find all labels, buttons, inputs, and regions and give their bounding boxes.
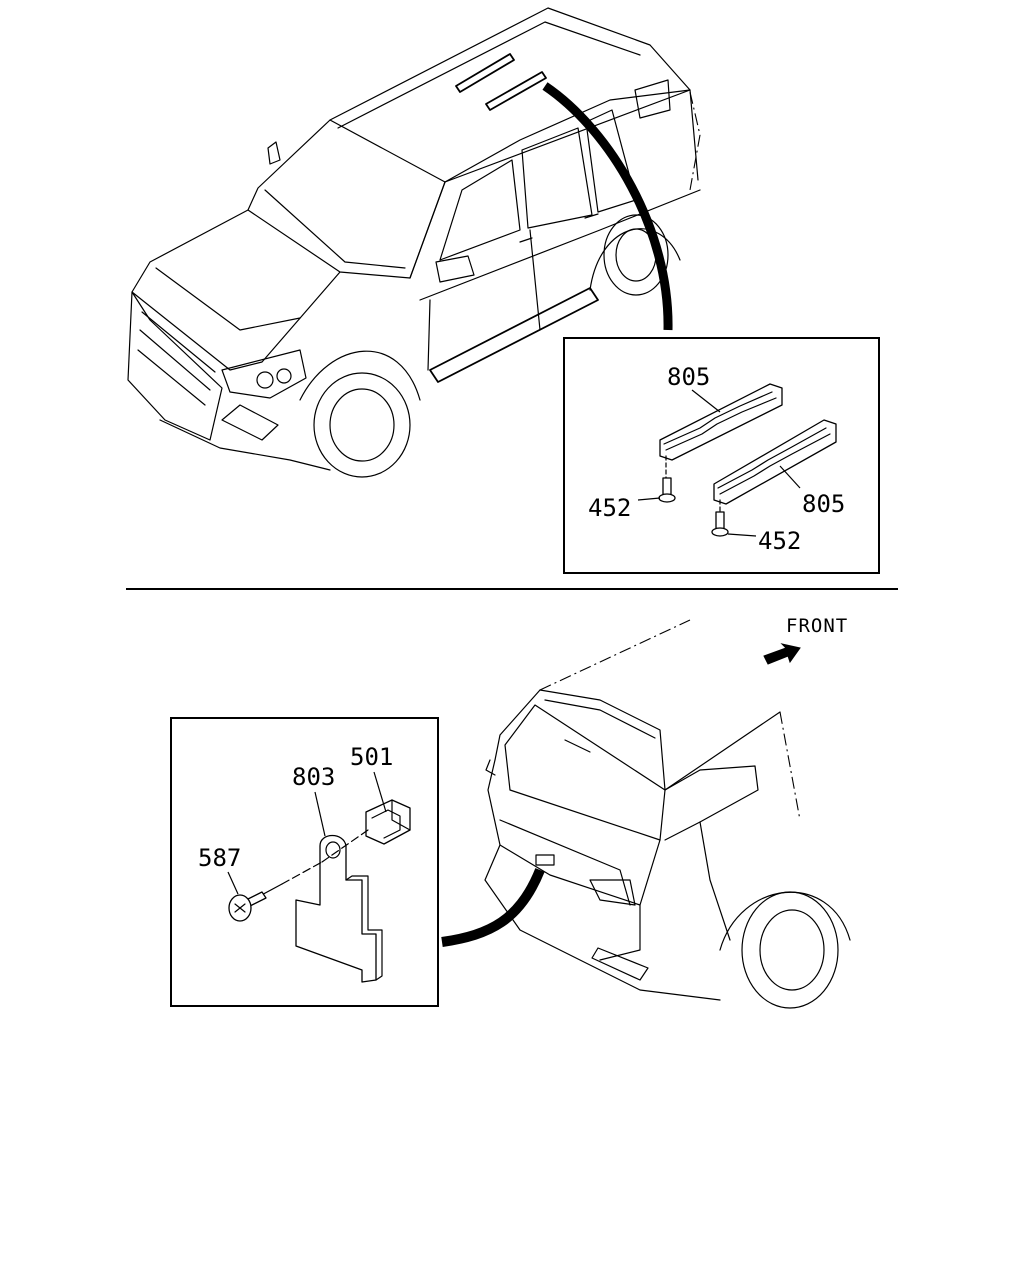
bracket-803: [295, 834, 383, 983]
suv-front-view: [127, 7, 701, 478]
front-label: FRONT: [786, 615, 848, 637]
label-803: 803: [292, 763, 335, 791]
suv-rear-view: [441, 619, 851, 1009]
roof-rail-upper: [659, 383, 783, 461]
label-501: 501: [350, 743, 393, 771]
label-452-upper: 452: [588, 494, 631, 522]
label-805-upper: 805: [667, 363, 710, 391]
front-direction-indicator: FRONT: [763, 615, 848, 665]
label-452-lower: 452: [758, 527, 801, 555]
clip-501: [365, 799, 411, 845]
bolt-lower: [711, 499, 729, 537]
screw-587: [228, 829, 369, 922]
label-805-lower: 805: [802, 490, 845, 518]
bolt-upper: [658, 455, 676, 503]
bracket-detail: 501 803 587: [170, 717, 439, 1007]
front-arrow-icon: [763, 643, 801, 665]
label-587: 587: [198, 844, 241, 872]
roof-rail-detail: 805 452 805 452: [563, 337, 880, 574]
roof-rail-lower: [713, 419, 837, 505]
